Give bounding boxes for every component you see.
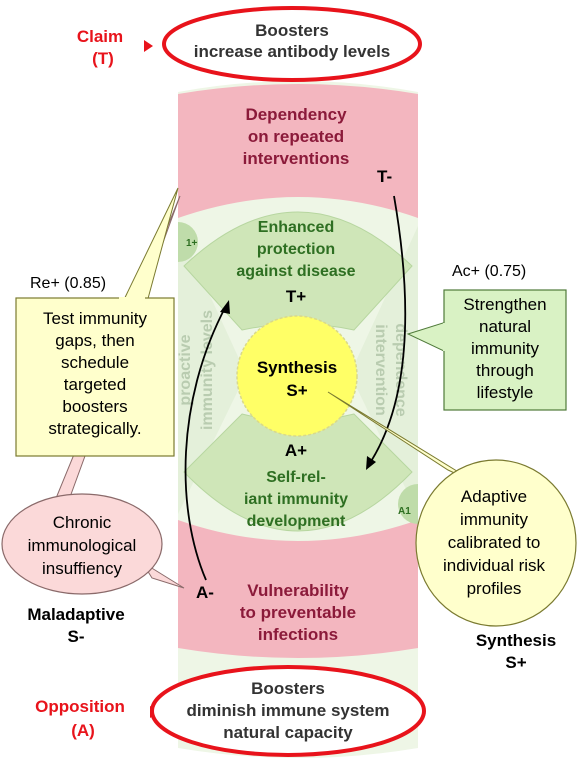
test-callout-line4: targeted: [64, 375, 126, 394]
strengthen-line1: Strengthen: [463, 295, 546, 314]
t-minus-arrowhead: [366, 456, 376, 470]
svg-text:intervention: intervention: [372, 324, 389, 416]
dependency-line3: interventions: [243, 149, 350, 168]
dependency-line2: on repeated: [248, 127, 344, 146]
synthesis-label-line1: Synthesis: [476, 631, 556, 650]
synthesis-circle: [236, 315, 358, 437]
chronic-line3: insuffiency: [42, 559, 123, 578]
a-minus-arrow: [184, 305, 227, 581]
claim-ellipse: [162, 6, 422, 82]
test-callout-line2: gaps, then: [55, 331, 134, 350]
enhanced-line2: protection: [257, 241, 335, 258]
self-reliant-line2: iant immunity: [244, 491, 348, 508]
opposition-ellipse: [150, 665, 426, 757]
a-plus-marker: A+: [285, 441, 307, 460]
vulnerability-line3: infections: [258, 625, 338, 644]
re-score: Re+ (0.85): [30, 275, 106, 292]
enhanced-line3: against disease: [236, 263, 355, 280]
maladaptive-line2: S-: [68, 627, 85, 646]
test-callout-box: [15, 297, 175, 457]
synthesis-center-line2: S+: [286, 381, 307, 400]
chronic-callout-ellipse: [1, 493, 163, 595]
claim-tag-line1: Claim: [77, 27, 123, 46]
claim-text-line1: Boosters: [255, 21, 329, 40]
vulnerability-band: [178, 520, 418, 658]
test-callout-line5: boosters: [62, 397, 127, 416]
small-circle-left: [178, 222, 198, 262]
maladaptive-line1: Maladaptive: [27, 605, 124, 624]
t-plus-marker: T+: [286, 287, 306, 306]
dependency-line1: Dependency: [245, 105, 347, 124]
claim-pointer-icon: [144, 40, 153, 52]
strengthen-line2: natural: [479, 317, 531, 336]
self-reliant-line1: Self-rel-: [266, 469, 326, 486]
self-reliant-line3: development: [247, 513, 346, 530]
test-callout-line3: schedule: [61, 353, 129, 372]
left-wedge: [178, 226, 246, 514]
opposition-text-line1: Boosters: [251, 679, 325, 698]
claim-text-line2: increase antibody levels: [194, 42, 391, 61]
adaptive-line5: profiles: [467, 579, 522, 598]
small-label-left: 1+: [186, 238, 198, 249]
adaptive-line2: immunity: [460, 510, 529, 529]
opposition-text-line2: diminish immune system: [186, 701, 389, 720]
right-wedge: [350, 226, 418, 514]
chronic-line2: immunological: [28, 536, 137, 555]
opposition-tag-line1: Opposition: [35, 697, 125, 716]
a-minus-arrowhead: [220, 300, 230, 314]
synthesis-label-line2: S+: [505, 653, 526, 672]
small-label-right: A1: [398, 506, 411, 517]
a-minus-marker: A-: [196, 583, 214, 602]
dependency-band: [178, 84, 418, 218]
strengthen-line4: through: [476, 361, 534, 380]
claim-tag-line2: (T): [92, 49, 114, 68]
vulnerability-line2: to preventable: [240, 603, 356, 622]
opposition-text-line3: natural capacity: [223, 723, 353, 742]
svg-text:immunity levels: immunity levels: [199, 310, 216, 430]
ac-score: Ac+ (0.75): [452, 263, 526, 280]
svg-text:proactive: proactive: [177, 334, 194, 405]
strengthen-line3: immunity: [471, 339, 540, 358]
strengthen-line5: lifestyle: [477, 383, 534, 402]
chronic-line1: Chronic: [53, 513, 112, 532]
strengthen-callout-box: [443, 289, 567, 411]
adaptive-line1: Adaptive: [461, 487, 527, 506]
small-circle-right: [398, 484, 418, 524]
test-callout-line6: strategically.: [48, 419, 141, 438]
test-callout-line1: Test immunity: [43, 309, 147, 328]
adaptive-callout-ellipse: [415, 459, 577, 627]
vulnerability-line1: Vulnerability: [247, 581, 349, 600]
adaptive-line4: individual risk: [443, 556, 546, 575]
enhanced-line1: Enhanced: [258, 219, 334, 236]
faded-left-text: proactive immunity levels: [177, 310, 216, 430]
synthesis-center-line1: Synthesis: [257, 358, 337, 377]
t-minus-marker: T-: [377, 167, 392, 186]
opposition-tag-line2: (A): [71, 721, 95, 740]
t-minus-arrow: [367, 195, 407, 467]
test-callout-tail: [117, 187, 179, 313]
adaptive-line3: calibrated to: [448, 533, 541, 552]
